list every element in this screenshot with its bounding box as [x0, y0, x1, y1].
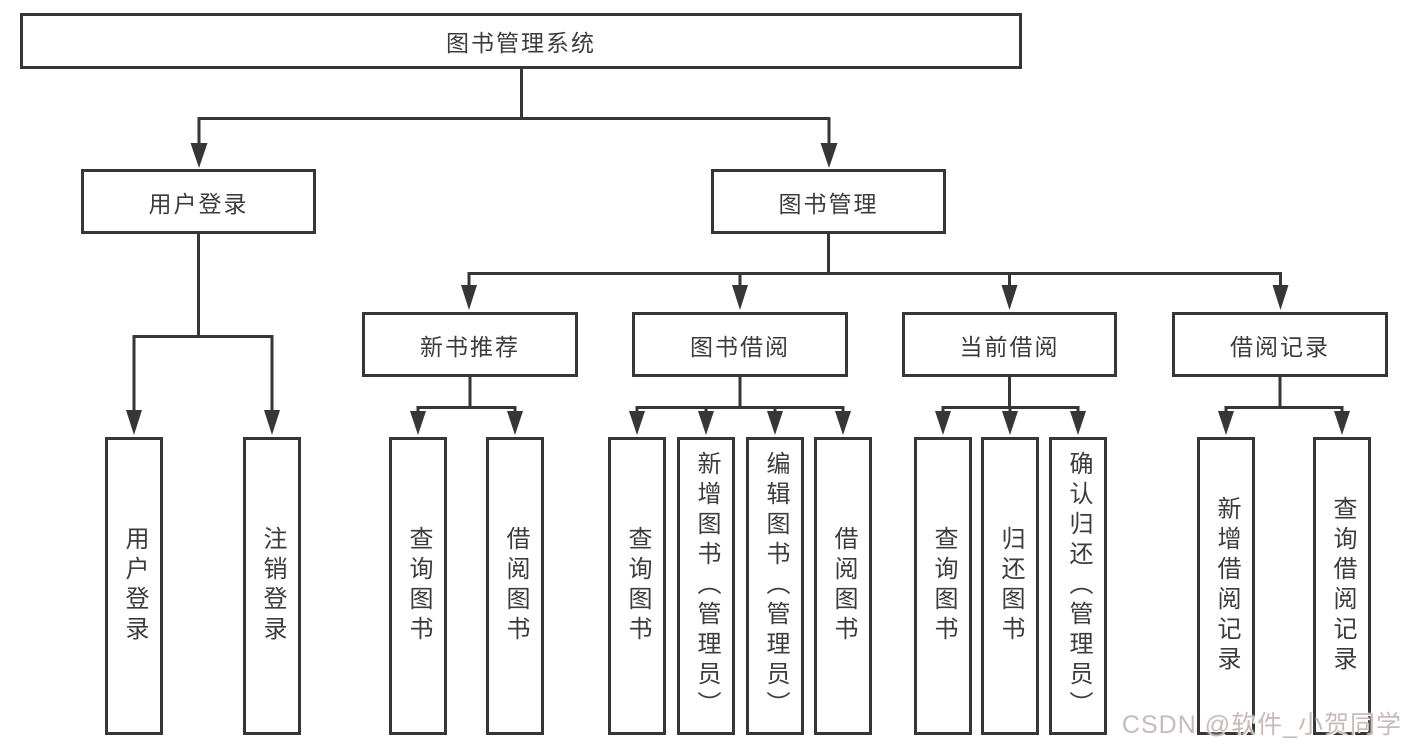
node-library-management-system: 图书管理系统 — [20, 13, 1022, 69]
leaf-return-books: 归还图书 — [981, 437, 1039, 735]
node-new-book-recommend: 新书推荐 — [362, 312, 578, 377]
leaf-current-query-books: 查询图书 — [914, 437, 972, 735]
leaf-recommend-borrow-books: 借阅图书 — [486, 437, 544, 735]
csdn-watermark: CSDN @软件_小贺同学 — [1121, 711, 1402, 739]
node-current-borrowing: 当前借阅 — [902, 312, 1117, 377]
leaf-recommend-query-books: 查询图书 — [389, 437, 447, 735]
leaf-add-borrow-record: 新增借阅记录 — [1197, 437, 1255, 735]
leaf-query-borrow-record: 查询借阅记录 — [1313, 437, 1371, 735]
node-book-management: 图书管理 — [711, 169, 946, 234]
node-borrowing-records: 借阅记录 — [1172, 312, 1388, 377]
leaf-borrow-books: 借阅图书 — [814, 437, 872, 735]
leaf-borrowing-query-books: 查询图书 — [608, 437, 666, 735]
node-book-borrowing: 图书借阅 — [632, 312, 848, 377]
leaf-user-login: 用户登录 — [105, 437, 163, 735]
leaf-logout: 注销登录 — [243, 437, 301, 735]
arrowheads — [126, 143, 1350, 435]
leaf-edit-books-admin: 编辑图书（管理员） — [746, 437, 804, 735]
node-user-login: 用户登录 — [81, 169, 316, 234]
leaf-confirm-return-admin: 确认归还（管理员） — [1049, 437, 1107, 735]
leaf-add-books-admin: 新增图书（管理员） — [677, 437, 735, 735]
